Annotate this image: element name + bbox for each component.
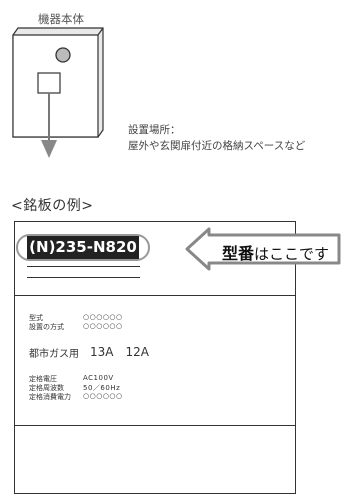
callout-rest: はここです (254, 245, 330, 263)
spec-gas-value: 13A 12A (90, 345, 149, 359)
spec-power-value: ○○○○○○ (83, 392, 123, 400)
spec-install-label: 設置の方式 (29, 323, 64, 331)
spec-voltage-value: AC100V (83, 374, 114, 382)
model-number: (N)235-N820 (27, 236, 139, 259)
plate-line-2 (27, 277, 140, 278)
device-title: 機器本体 (38, 12, 84, 26)
spec-install-value: ○○○○○○ (83, 322, 123, 330)
spec-voltage-label: 定格電圧 (29, 375, 57, 383)
spec-type-label: 型式 (29, 314, 43, 322)
callout-arrow-icon (185, 227, 341, 271)
plate-divider-bottom (14, 425, 296, 426)
nameplate (14, 221, 296, 494)
example-heading: <銘板の例> (11, 198, 94, 214)
spec-freq-value: 50／60Hz (83, 384, 121, 392)
spec-type-value: ○○○○○○ (83, 313, 123, 321)
install-location: 設置場所： 屋外や玄関扉付近の格納スペースなど (128, 122, 305, 154)
callout-emphasis: 型番 (222, 244, 255, 263)
device-illustration (12, 27, 104, 158)
spec-power-label: 定格消費電力 (29, 393, 71, 401)
arrow-down-icon (41, 140, 57, 158)
callout-text: 型番はここです (222, 240, 329, 264)
install-location-text: 屋外や玄関扉付近の格納スペースなど (128, 140, 306, 152)
knob-icon (55, 47, 71, 63)
spec-freq-label: 定格周波数 (29, 384, 64, 392)
nameplate-marker (37, 72, 61, 94)
plate-line-1 (27, 266, 140, 267)
spec-gas-label: 都市ガス用 (29, 349, 79, 360)
install-location-label: 設置場所： (128, 124, 181, 136)
plate-divider-top (14, 295, 296, 296)
model-highlight (16, 234, 150, 261)
